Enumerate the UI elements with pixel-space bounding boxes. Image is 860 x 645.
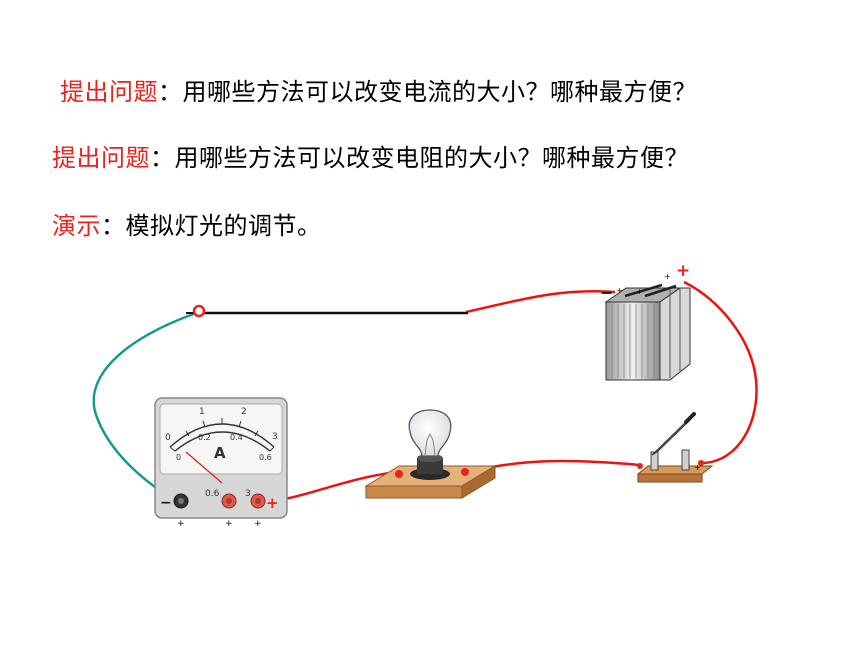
- bulb-base-side: [461, 465, 496, 499]
- terminal-label-06: 0.6: [205, 489, 220, 499]
- battery: − + + + +: [600, 261, 691, 381]
- bulb-terminal-left[interactable]: [395, 470, 403, 478]
- wire-switch-to-battery: [683, 280, 758, 465]
- switch-base-front: [637, 473, 703, 483]
- switch-terminal-right[interactable]: [698, 460, 704, 466]
- switch-terminal-left[interactable]: [637, 463, 643, 469]
- wire-bare-to-battery: [465, 289, 616, 314]
- unit-label: A: [214, 444, 226, 462]
- lower-tick-0: 0: [176, 453, 181, 462]
- lower-tick-3: 0.6: [259, 453, 272, 462]
- switch-pin: +: [694, 463, 701, 472]
- battery-connector: [644, 284, 677, 298]
- bulb-socket: [417, 458, 443, 474]
- alligator-clip[interactable]: [192, 304, 206, 318]
- knife-switch[interactable]: +: [636, 412, 714, 483]
- battery-negative-sign: −: [600, 283, 613, 302]
- question-text: 用哪些方法可以改变电阻的大小？哪种最方便？: [174, 144, 689, 172]
- terminal-screw: [226, 498, 232, 504]
- ammeter-needle: [185, 451, 223, 484]
- teal-wire: [92, 310, 200, 502]
- upper-tick-2: 2: [241, 407, 247, 417]
- demo-text: 模拟灯光的调节。: [125, 212, 322, 240]
- bulb-filament: [424, 432, 436, 456]
- separator: ：: [150, 144, 175, 172]
- terminal-screw: [178, 498, 184, 504]
- bulb-base-front: [365, 485, 463, 499]
- light-bulb: [364, 409, 497, 499]
- separator: ：: [158, 78, 183, 106]
- scale-arc-inner: [174, 431, 271, 452]
- upper-tick-0: 0: [165, 433, 171, 443]
- lower-tick-2: 0.4: [230, 433, 243, 442]
- scale-ticks: [169, 418, 275, 452]
- upper-tick-3: 3: [272, 432, 278, 442]
- negative-sign: −: [160, 495, 172, 511]
- battery-ribs: [611, 304, 655, 378]
- question-resistance: 提出问题：用哪些方法可以改变电阻的大小？哪种最方便？: [52, 138, 689, 173]
- battery-positive-sign: +: [676, 261, 690, 281]
- label-demo: 演示: [52, 212, 101, 240]
- label-question: 提出问题: [60, 78, 158, 106]
- question-text: 用哪些方法可以改变电流的大小？哪种最方便？: [182, 78, 697, 106]
- switch-handle[interactable]: [684, 412, 696, 424]
- battery-side: [659, 287, 691, 381]
- battery-pin: +: [616, 286, 623, 295]
- question-current: 提出问题：用哪些方法可以改变电流的大小？哪种最方便？: [60, 72, 697, 107]
- battery-front: [605, 301, 661, 381]
- battery-connector: [624, 283, 663, 298]
- label-question: 提出问题: [52, 144, 150, 172]
- terminal-label-3: 3: [245, 489, 251, 499]
- separator: ：: [101, 212, 126, 240]
- demo-line: 演示：模拟灯光的调节。: [52, 206, 322, 241]
- battery-pin: +: [664, 272, 671, 281]
- battery-pin: +: [636, 287, 643, 296]
- lower-tick-1: 0.2: [198, 433, 211, 442]
- pin-mark: +: [177, 519, 185, 529]
- pin-mark: +: [254, 519, 262, 529]
- switch-clip: [681, 449, 690, 471]
- switch-base-top: [636, 465, 714, 475]
- positive-sign: +: [266, 494, 279, 512]
- upper-tick-1: 1: [199, 407, 205, 417]
- bulb-terminal-right[interactable]: [461, 468, 469, 476]
- pin-mark: +: [225, 519, 233, 529]
- terminal-screw: [255, 498, 261, 504]
- ammeter: 0 1 2 3 0 0.2 0.4 0.6 A 0.6 3 − + + + +: [154, 397, 288, 529]
